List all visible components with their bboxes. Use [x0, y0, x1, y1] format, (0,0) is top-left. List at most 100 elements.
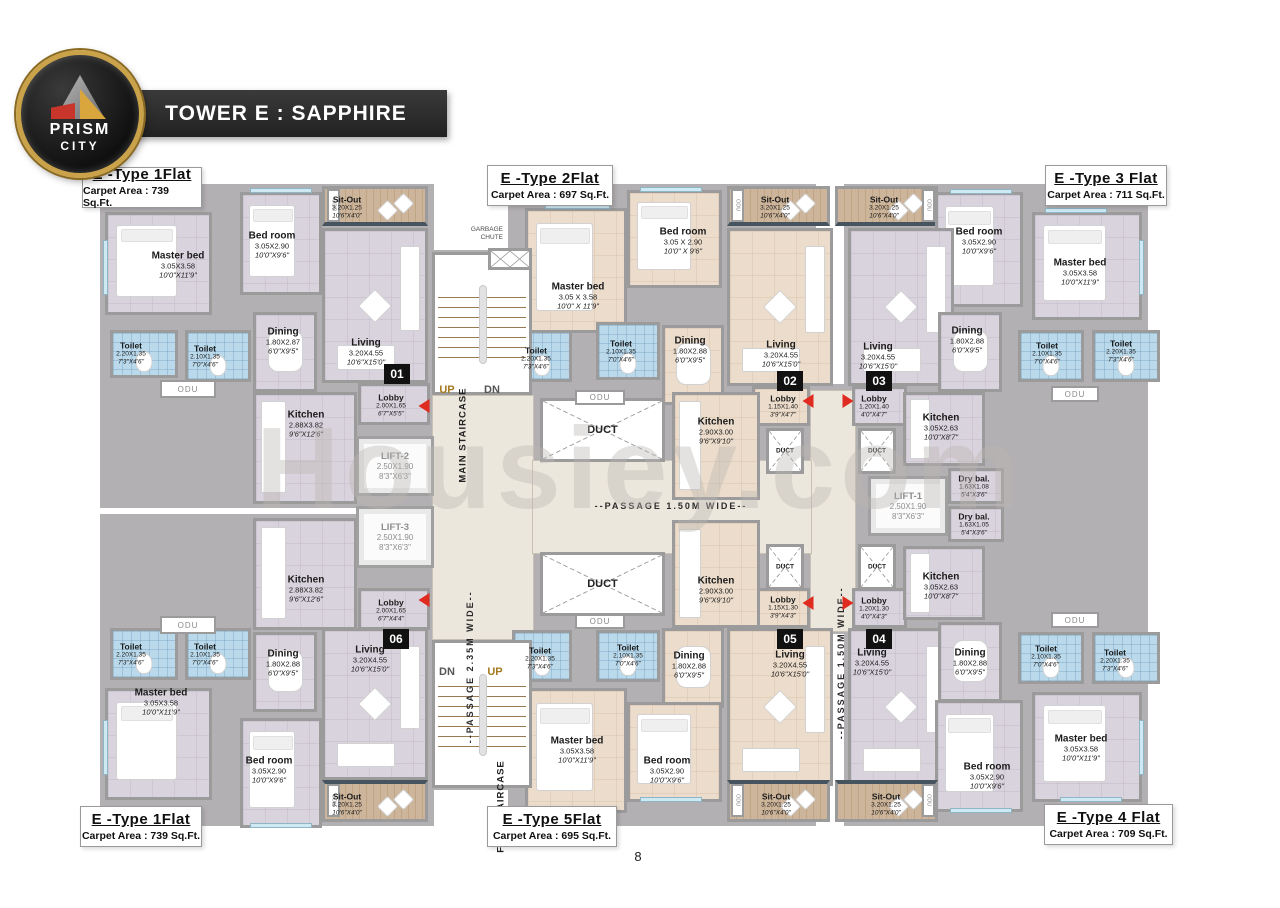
sofa-icon — [742, 747, 800, 773]
room-04-sitout — [835, 780, 938, 822]
room-02-toilet-b — [596, 322, 660, 380]
unit-number-badge: 05 — [777, 629, 803, 649]
room-04-bedroom — [935, 700, 1023, 812]
toilet-fixture-icon — [209, 355, 227, 376]
flat-carpet-area: Carpet Area : 695 Sq.Ft. — [492, 830, 612, 842]
window-icon — [1045, 208, 1107, 213]
room-03-toilet-b — [1092, 330, 1160, 382]
duct-label: DUCT — [587, 424, 618, 436]
toilet-fixture-icon — [209, 653, 227, 674]
duct-shaft — [858, 428, 896, 474]
room-02-master — [525, 208, 627, 333]
duct-label: DUCT — [587, 578, 618, 590]
tower-title: TOWER E : SAPPHIRE — [165, 101, 407, 125]
dining-table-icon — [676, 645, 711, 688]
room-02-kitchen — [672, 392, 760, 500]
toilet-fixture-icon — [135, 653, 153, 674]
toilet-fixture-icon — [533, 655, 551, 676]
bed-icon — [637, 714, 691, 785]
room-04-dining — [938, 622, 1002, 702]
bed-icon — [535, 702, 594, 791]
flat-type-title: E -Type 1Flat — [91, 811, 191, 828]
room-05-bedroom — [627, 702, 722, 802]
odu-box: ODU — [327, 784, 340, 817]
odu-box: ODU — [327, 189, 340, 222]
flat-carpet-area: Carpet Area : 711 Sq.Ft. — [1047, 189, 1165, 201]
lift-lift-1 — [868, 476, 948, 536]
sofa-icon — [863, 347, 921, 373]
toilet-fixture-icon — [1042, 657, 1060, 678]
rug-icon — [884, 689, 918, 724]
room-02-sitout — [727, 186, 830, 226]
duct-label: DUCT — [775, 563, 795, 571]
odu-box: ODU — [922, 189, 935, 222]
toilet-fixture-icon — [1117, 355, 1135, 376]
room-03-sitout — [835, 186, 938, 226]
odu-box: ODU — [1051, 386, 1099, 402]
room-03-living — [848, 228, 954, 386]
toilet-fixture-icon — [1117, 657, 1135, 678]
room-01-bedroom — [240, 192, 322, 295]
unit-number-badge: 01 — [384, 364, 410, 384]
room-04-kitchen — [903, 546, 985, 620]
entry-arrow-icon — [418, 593, 430, 607]
kitchen-counter-icon — [679, 401, 701, 490]
room-01-toilet-b — [185, 330, 251, 382]
lift-lift-2 — [356, 436, 434, 496]
room-02-living — [727, 228, 833, 386]
kitchen-counter-icon — [909, 553, 931, 613]
entry-arrow-icon — [842, 394, 854, 408]
duct-label: DUCT — [867, 447, 887, 455]
flat-carpet-area: Carpet Area : 739 Sq.Ft. — [81, 830, 201, 842]
room-01-dining — [253, 312, 317, 392]
sofa-icon — [926, 246, 946, 334]
unit-number-badge: 06 — [383, 629, 409, 649]
odu-box: ODU — [575, 614, 625, 629]
logo-text-city: CITY — [60, 139, 100, 153]
logo-text-prism: PRISM — [49, 121, 111, 138]
logo-triangle-red-icon — [51, 103, 75, 119]
duct-shaft — [766, 428, 804, 474]
entry-arrow-icon — [842, 596, 854, 610]
room-05-kitchen — [672, 520, 760, 628]
bed-icon — [249, 731, 296, 809]
toilet-fixture-icon — [135, 351, 153, 372]
unit-number-badge: 02 — [777, 371, 803, 391]
entry-arrow-icon — [802, 394, 814, 408]
sofa-icon — [400, 245, 420, 332]
stair-direction-label: UP — [439, 384, 455, 396]
passage-label: --PASSAGE 1.50M WIDE-- — [594, 501, 748, 511]
room-04-toilet-a — [1018, 632, 1084, 684]
room-06-dining — [253, 632, 317, 712]
room-03-master — [1032, 212, 1142, 320]
